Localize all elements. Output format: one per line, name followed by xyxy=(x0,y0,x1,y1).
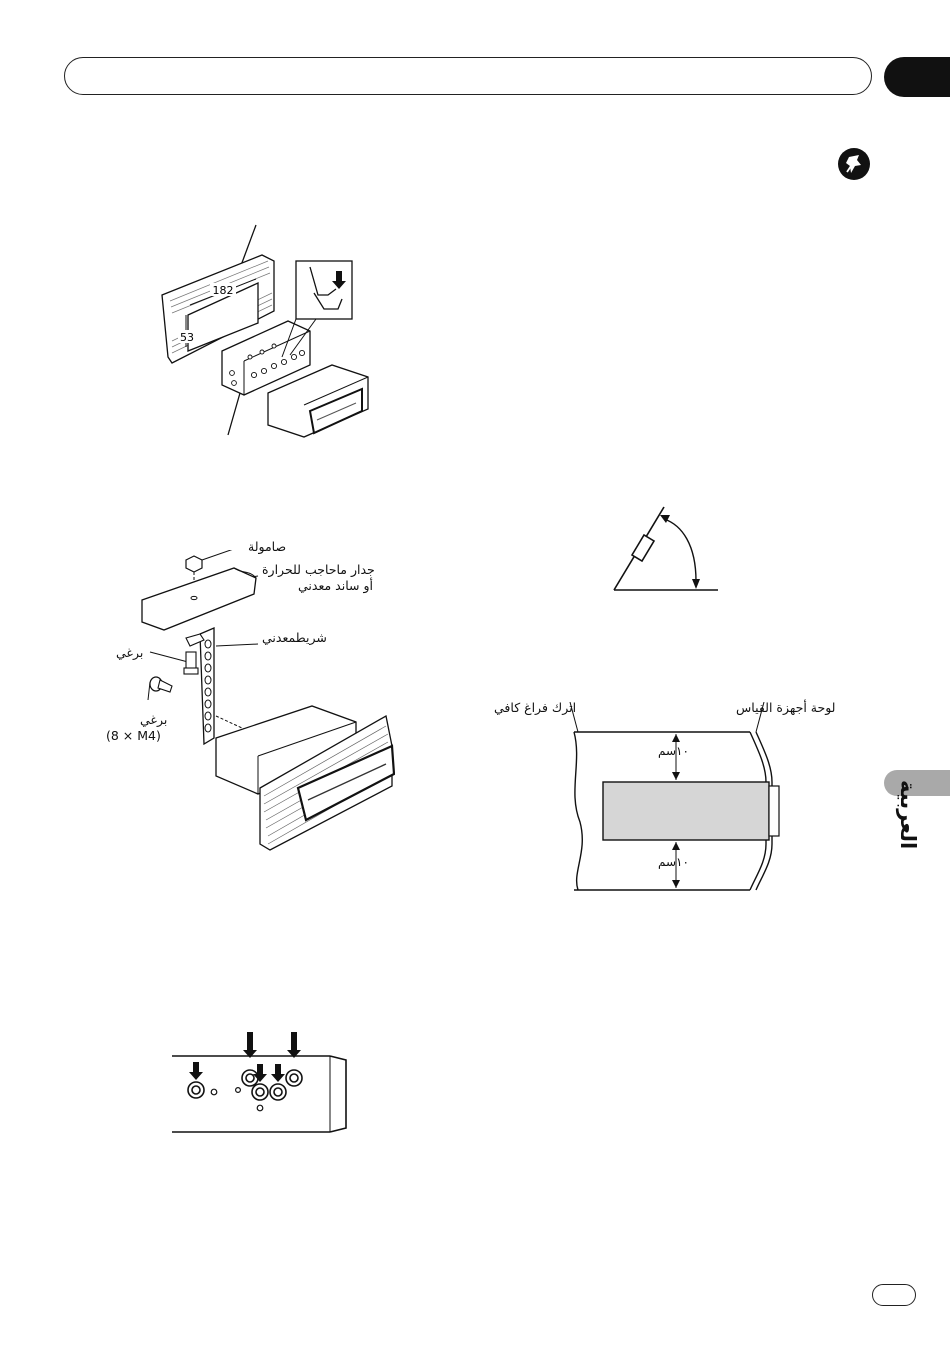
language-label: العربية xyxy=(888,780,928,850)
dashboard-sleeve-figure: 182 53 xyxy=(150,215,380,440)
page-number-badge xyxy=(872,1284,916,1306)
header-bar xyxy=(64,57,872,95)
screw-label-top: برغي xyxy=(116,645,143,660)
important-pin-icon xyxy=(837,147,871,181)
section-tab xyxy=(884,57,950,97)
wall-label-line1: جدار ماحاجب للحرارة xyxy=(262,562,375,577)
mounting-angle-figure xyxy=(608,503,724,595)
clearance-right-label: لوحة أجهزة القياس xyxy=(736,700,836,715)
clearance-left-label: اترك فراغ كافي xyxy=(494,700,576,715)
width-dimension: 182 xyxy=(213,284,234,297)
nut-label: صامولة xyxy=(248,539,286,554)
metal-strap-figure xyxy=(130,550,395,855)
screw-label-bottom: برغي xyxy=(140,712,167,727)
screw-spec: (8 × M4) xyxy=(106,728,161,743)
wall-label-line2: أو ساند معدني xyxy=(298,578,373,593)
bottom-gap-label: ١٠سم xyxy=(658,855,689,869)
rear-connectors-figure xyxy=(170,1030,356,1136)
height-dimension: 53 xyxy=(180,331,194,344)
top-gap-label: ١٠سم xyxy=(658,744,689,758)
strap-label: شريطمعدني xyxy=(262,630,327,645)
